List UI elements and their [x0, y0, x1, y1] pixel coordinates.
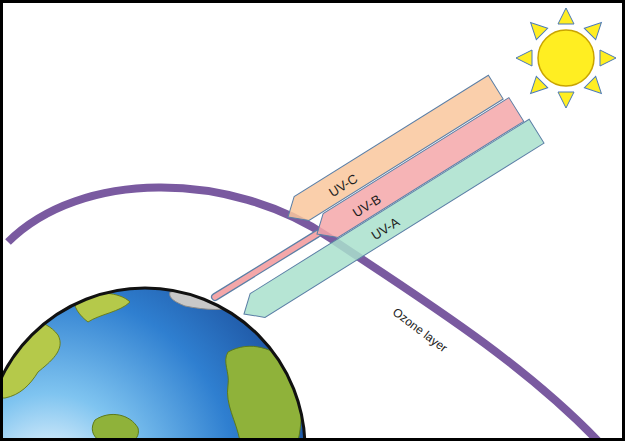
sun-ray	[584, 17, 607, 40]
layer-label: Ozone layer	[390, 305, 450, 355]
sun-ray	[525, 76, 548, 99]
sun-ray	[516, 50, 532, 66]
sun-ray	[558, 92, 574, 108]
sun-ray	[525, 17, 548, 40]
band-outline	[236, 120, 543, 327]
sun-ray	[584, 76, 607, 99]
sun-disc	[538, 30, 594, 86]
continent	[226, 346, 302, 441]
sun	[516, 8, 616, 108]
sun-ray	[558, 8, 574, 24]
continent	[92, 414, 138, 441]
sun-ray	[600, 50, 616, 66]
continent	[0, 320, 60, 398]
continent	[74, 293, 130, 322]
ozone-ring	[8, 187, 598, 441]
